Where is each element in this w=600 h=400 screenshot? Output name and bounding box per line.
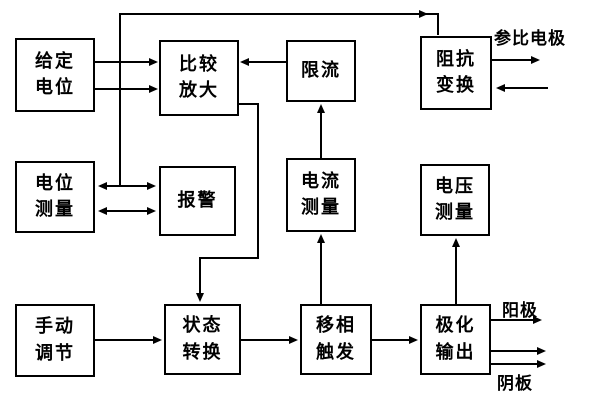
block-state-transition: 状态 转换 [164, 304, 241, 375]
block-set-potential: 给定 电位 [15, 38, 95, 112]
block-potential-measure: 电位 测量 [15, 161, 95, 233]
block-current-limit: 限流 [286, 40, 356, 102]
block-impedance-transform: 阻抗 变换 [420, 36, 492, 110]
block-alarm: 报警 [159, 166, 236, 236]
block-phase-shift-trigger: 移相 触发 [300, 304, 372, 375]
arrow-feedback-bus [119, 10, 428, 186]
label-cathode-plate: 阴板 [497, 374, 533, 394]
block-voltage-measure: 电压 测量 [420, 164, 490, 236]
arrow-feedback-bus-drop [424, 13, 439, 35]
block-polarization-output: 极化 输出 [420, 304, 491, 375]
label-reference-electrode: 参比电极 [494, 29, 566, 49]
block-manual-adjust: 手动 调节 [15, 304, 95, 377]
label-anode: 阳极 [502, 301, 538, 321]
arrow-compare-to-state [196, 103, 259, 302]
block-compare-amplify: 比较 放大 [159, 40, 239, 116]
block-current-measure: 电流 测量 [286, 158, 356, 232]
